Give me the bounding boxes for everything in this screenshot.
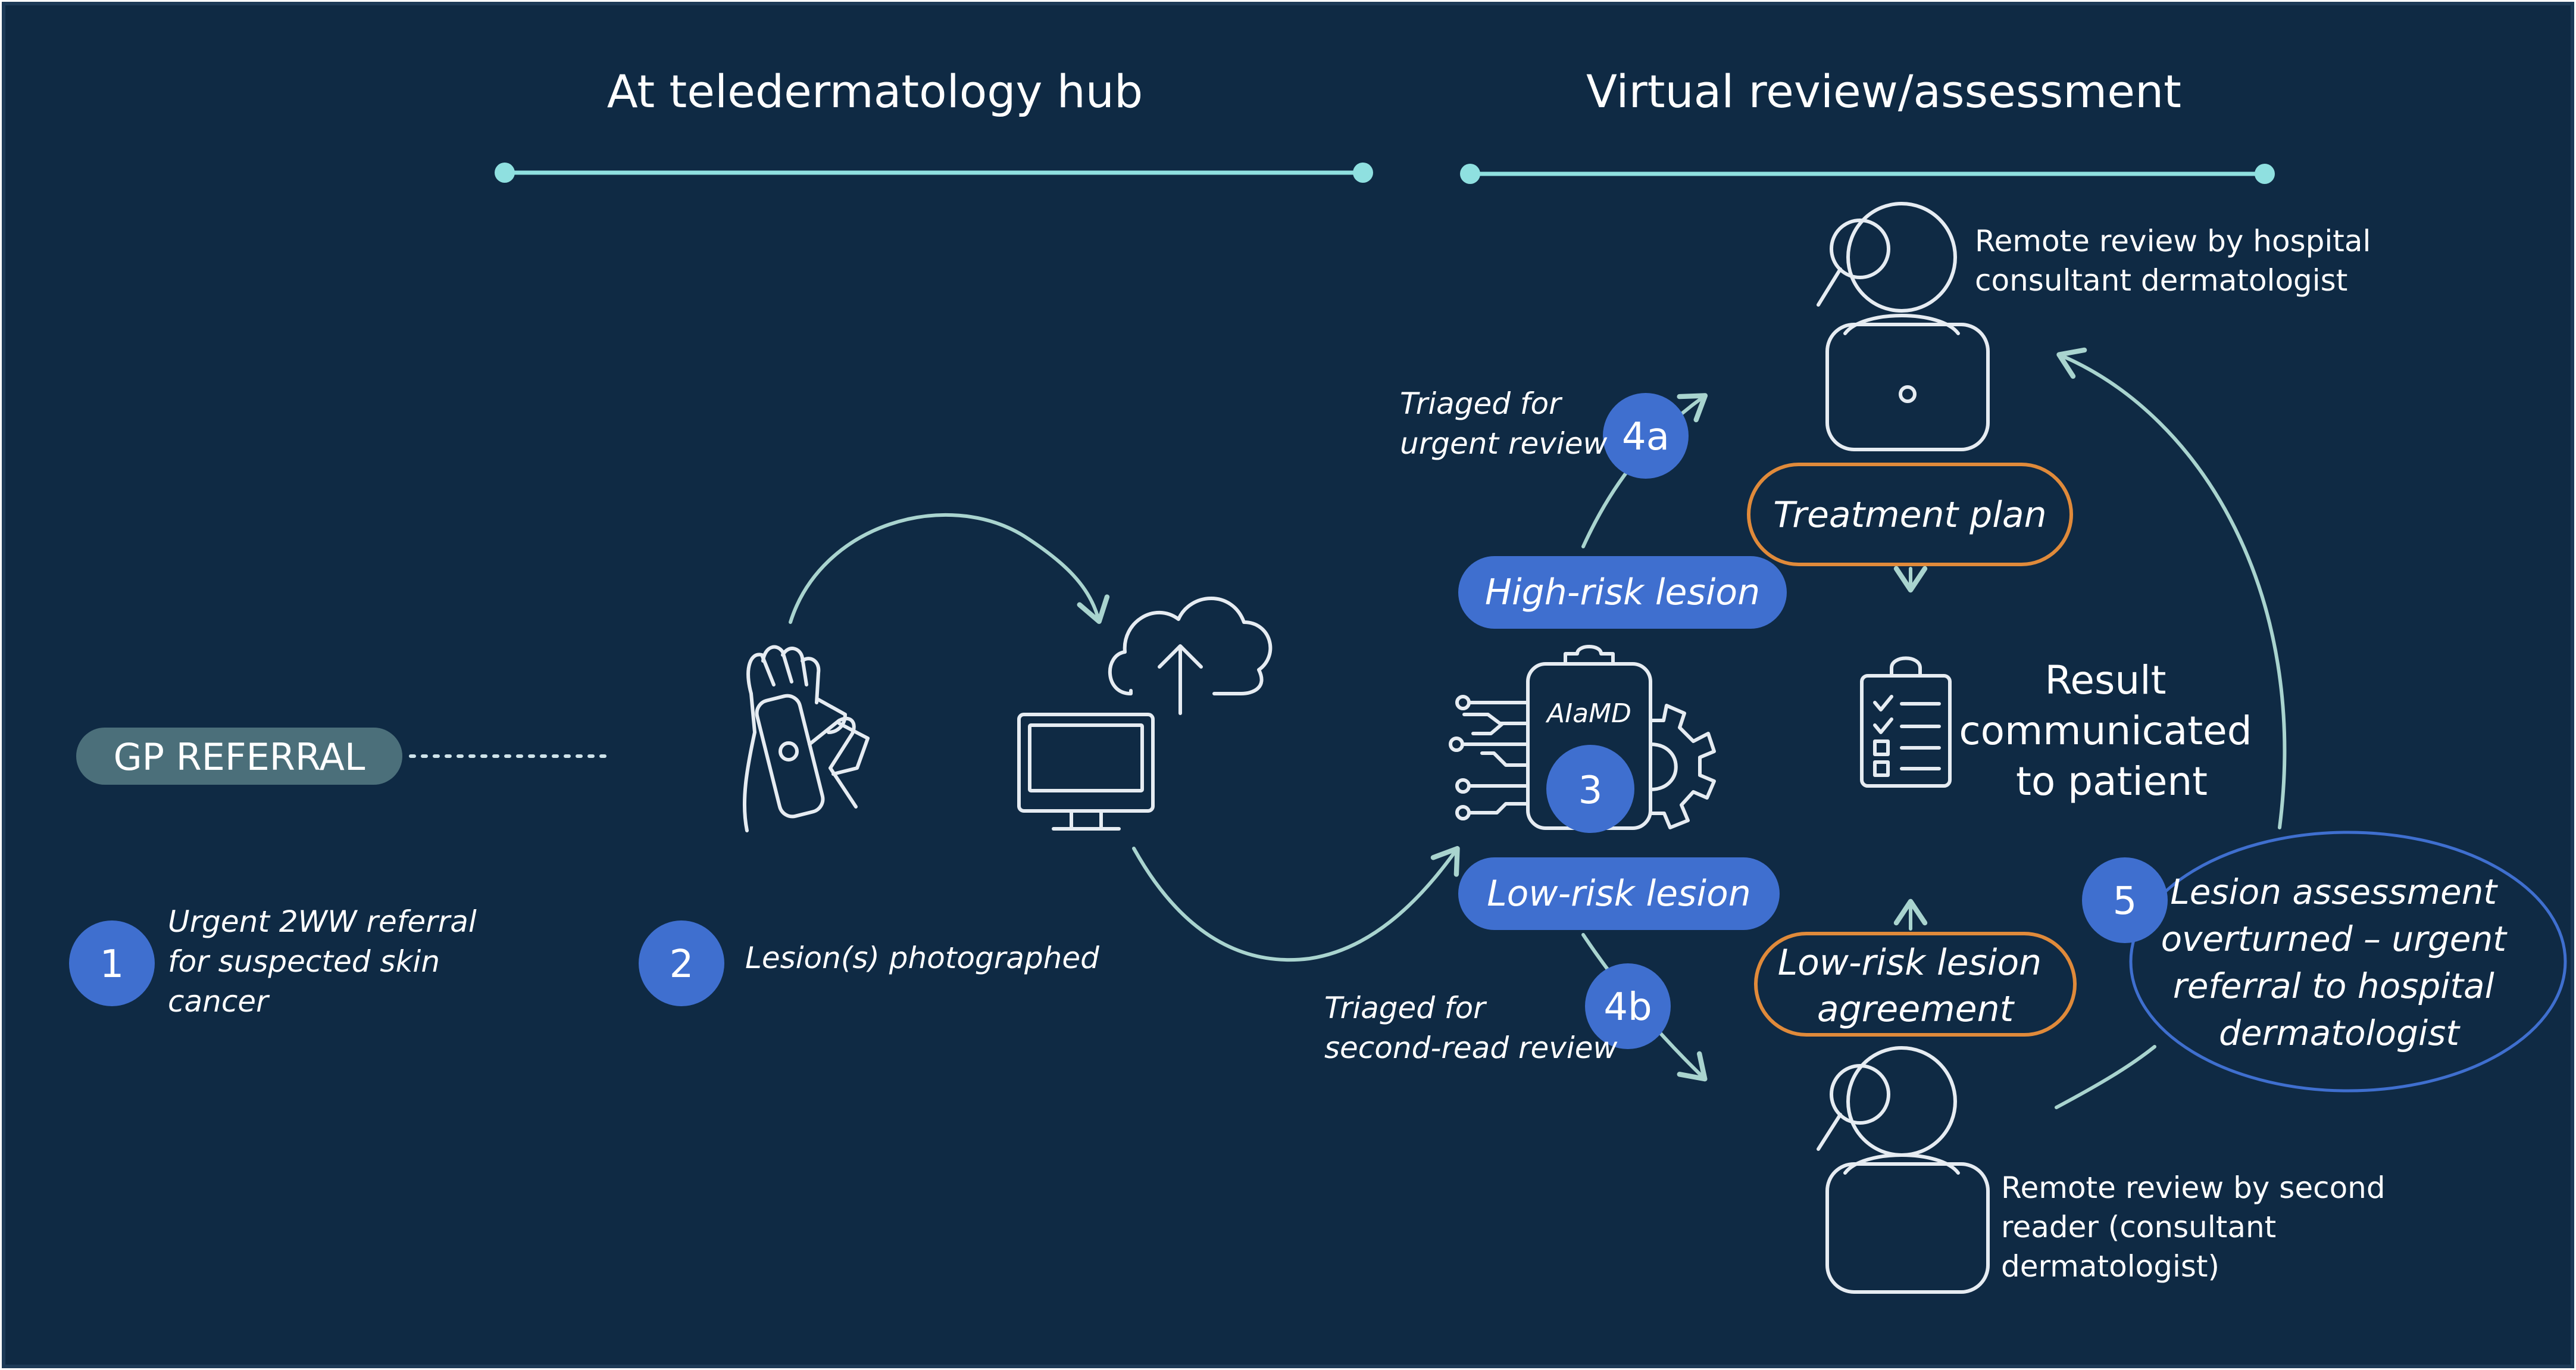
step-4b-badge [1585,963,1671,1049]
step-5-outline [2129,831,2567,1093]
gp-referral-label: GP REFERRAL [114,735,365,779]
hand-holding-phone-icon [742,645,870,832]
cloud-upload-icon [1108,597,1273,715]
step-2-text: Lesion(s) photographed [745,941,1099,975]
step-2: 2 Lesion(s) photographed [639,920,1099,1006]
arrow-to-upload [789,513,1110,624]
reviewer-with-magnifier-icon [1817,202,1990,451]
step-1-badge [69,920,155,1006]
result-text: Result communicated to patient [1959,657,2264,804]
timeline-virtual-review [1460,164,2275,184]
gp-referral-pill: GP REFERRAL [76,728,402,785]
arrow-overturn-to-consultant [2056,356,2287,1109]
step-3-number: 3 [1578,769,1603,813]
low-risk-agreement-box: Low-risk lesion agreement [1754,932,2077,1037]
high-risk-label: High-risk lesion [1485,572,1760,613]
consultant-reviewer-text: Remote review by hospital consultant der… [1975,224,2380,298]
step-2-number: 2 [670,943,694,987]
step-2-badge [639,920,724,1006]
step-4a-badge [1603,393,1689,479]
low-risk-pill: Low-risk lesion [1458,857,1780,930]
header-hub: At teledermatology hub [607,65,1143,118]
step-4a-number: 4a [1622,415,1670,459]
step-4b-number: 4b [1603,985,1652,1029]
step-1-text: Urgent 2WW referral for suspected skin c… [168,904,486,1019]
low-risk-label: Low-risk lesion [1487,873,1751,915]
step-5: 5 Lesion assessment overturned – urgent … [2082,831,2567,1093]
high-risk-pill: High-risk lesion [1458,556,1787,629]
treatment-plan-label: Treatment plan [1773,494,2046,536]
step-3-badge [1546,745,1634,833]
second-reader-text: Remote review by second reader (consulta… [2001,1171,2395,1284]
step-4b-text: Triaged for second-read review [1324,991,1618,1065]
monitor-icon [1017,713,1155,831]
header-virtual-review: Virtual review/assessment [1586,65,2181,118]
step-5-badge [2082,857,2168,943]
step-4a-text: Triaged for urgent review [1400,386,1607,461]
clipboard-checklist-icon [1860,656,1952,788]
treatment-plan-box: Treatment plan [1747,463,2073,566]
step-5-text: Lesion assessment overturned – urgent re… [2161,872,2518,1053]
aiamd-label: AIaMD [1545,698,1631,729]
timeline-hub [495,163,1373,183]
step-1: 1 Urgent 2WW referral for suspected skin… [69,904,486,1019]
low-risk-agreement-label: Low-risk lesion agreement [1778,942,2053,1030]
arrow-to-aiamd [1132,845,1460,962]
step-5-number: 5 [2113,879,2137,923]
reviewer-with-magnifier-icon [1817,1046,1990,1294]
step-1-number: 1 [100,943,124,987]
